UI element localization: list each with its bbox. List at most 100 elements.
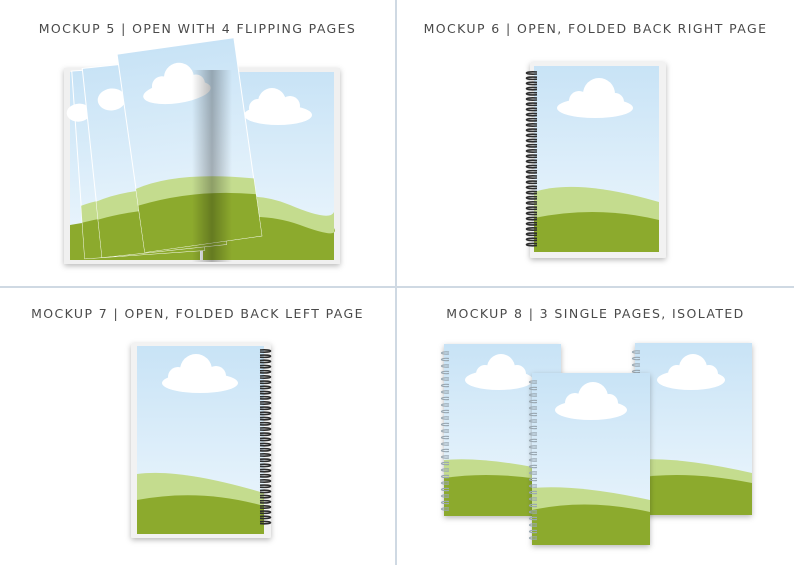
spiral-coil xyxy=(528,412,538,417)
spiral-coil xyxy=(525,159,538,164)
vertical-divider xyxy=(395,0,397,565)
spiral-binding-icon xyxy=(525,71,538,247)
spiral-coil xyxy=(528,438,538,443)
spiral-coil xyxy=(528,497,538,501)
mockup-7-illustration xyxy=(131,343,272,538)
spiral-coil xyxy=(440,377,450,381)
spiral-coil xyxy=(259,484,272,489)
mockup-8-panel: MOCKUP 8 | 3 SINGLE PAGES, ISOLATED xyxy=(397,288,794,565)
spiral-coil xyxy=(259,354,272,359)
spiral-coil xyxy=(525,102,538,107)
spiral-coil xyxy=(259,369,272,374)
mockup-7-panel: MOCKUP 7 | OPEN, FOLDED BACK LEFT PAGE xyxy=(0,288,395,565)
mockup-5-illustration xyxy=(64,37,340,264)
spiral-coil xyxy=(631,369,641,374)
spiral-coil xyxy=(440,383,450,388)
spiral-coil xyxy=(259,468,272,473)
single-page-right xyxy=(631,343,752,515)
spiral-coil xyxy=(259,349,272,353)
spiral-coil xyxy=(525,221,538,226)
mockup-6-panel: MOCKUP 6 | OPEN, FOLDED BACK RIGHT PAGE xyxy=(397,0,794,286)
spiral-coil xyxy=(259,364,272,369)
spiral-coil xyxy=(528,484,538,488)
spiral-coil xyxy=(525,195,538,200)
spiral-coil xyxy=(525,123,538,127)
spiral-coil xyxy=(525,128,538,133)
spiral-coil xyxy=(259,505,272,509)
spiral-coil xyxy=(259,375,272,379)
cloud-icon xyxy=(555,382,627,420)
horizontal-divider xyxy=(0,286,794,288)
spiral-coil xyxy=(440,357,450,362)
spiral-coil xyxy=(440,351,450,355)
spiral-coil xyxy=(259,473,272,478)
spiral-binding-icon xyxy=(259,349,272,525)
spiral-coil xyxy=(525,201,538,205)
spiral-coil xyxy=(259,359,272,364)
spiral-coil xyxy=(525,107,538,112)
spiral-coil xyxy=(259,380,272,385)
spiral-coil xyxy=(259,489,272,494)
spiral-coil xyxy=(525,117,538,122)
spiral-coil xyxy=(525,164,538,169)
spiral-coil xyxy=(440,500,450,505)
spiral-coil xyxy=(525,133,538,138)
spiral-coil xyxy=(528,425,538,430)
spiral-coil xyxy=(525,185,538,190)
spiral-coil xyxy=(440,507,450,511)
spiral-coil xyxy=(259,411,272,416)
mockup-5-panel: MOCKUP 5 | OPEN WITH 4 FLIPPING PAGES xyxy=(0,0,395,286)
spiral-coil xyxy=(440,481,450,485)
spiral-coil xyxy=(528,503,538,508)
spiral-coil xyxy=(528,510,538,514)
spiral-coil xyxy=(259,453,272,457)
spiral-binding-icon xyxy=(440,351,450,511)
spiral-coil xyxy=(259,479,272,483)
cloud-icon xyxy=(244,88,312,125)
spiral-coil xyxy=(440,468,450,472)
spiral-coil xyxy=(525,227,538,231)
spiral-coil xyxy=(259,390,272,395)
spiral-coil xyxy=(259,385,272,390)
spiral-coil xyxy=(525,112,538,117)
mockup-8-illustration xyxy=(440,343,752,545)
spiral-coil xyxy=(259,499,272,504)
spiral-coil xyxy=(259,515,272,520)
spiral-coil xyxy=(259,406,272,411)
spiral-coil xyxy=(525,149,538,153)
spiral-coil xyxy=(259,520,272,525)
spiral-coil xyxy=(259,447,272,452)
spiral-coil xyxy=(528,393,538,397)
spiral-coil xyxy=(525,175,538,179)
spiral-coil xyxy=(528,464,538,469)
spiral-coil xyxy=(525,237,538,242)
spiral-coil xyxy=(525,190,538,195)
spiral-coil xyxy=(525,76,538,81)
mockup-7-title: MOCKUP 7 | OPEN, FOLDED BACK LEFT PAGE xyxy=(31,306,364,321)
spiral-coil xyxy=(525,81,538,86)
spiral-coil xyxy=(440,487,450,492)
spiral-coil xyxy=(259,401,272,405)
spiral-coil xyxy=(259,421,272,426)
mockup-5-title: MOCKUP 5 | OPEN WITH 4 FLIPPING PAGES xyxy=(38,21,357,36)
cloud-icon xyxy=(465,354,533,390)
spiral-coil xyxy=(440,442,450,446)
spiral-coil xyxy=(259,416,272,421)
spiral-coil xyxy=(528,419,538,423)
spiral-coil xyxy=(259,463,272,468)
spiral-coil xyxy=(525,143,538,148)
spiral-coil xyxy=(528,380,538,384)
spiral-coil xyxy=(259,458,272,463)
spiral-coil xyxy=(259,494,272,499)
spiral-binding-icon xyxy=(528,380,538,540)
spiral-coil xyxy=(525,232,538,237)
spiral-coil xyxy=(259,432,272,437)
spiral-coil xyxy=(525,86,538,91)
mockup-6-title: MOCKUP 6 | OPEN, FOLDED BACK RIGHT PAGE xyxy=(423,21,768,36)
mockup-8-title: MOCKUP 8 | 3 SINGLE PAGES, ISOLATED xyxy=(446,306,745,321)
spiral-coil xyxy=(525,138,538,143)
spiral-coil xyxy=(631,363,641,367)
spiral-coil xyxy=(440,403,450,407)
spiral-coil xyxy=(528,477,538,482)
spiral-coil xyxy=(528,386,538,391)
